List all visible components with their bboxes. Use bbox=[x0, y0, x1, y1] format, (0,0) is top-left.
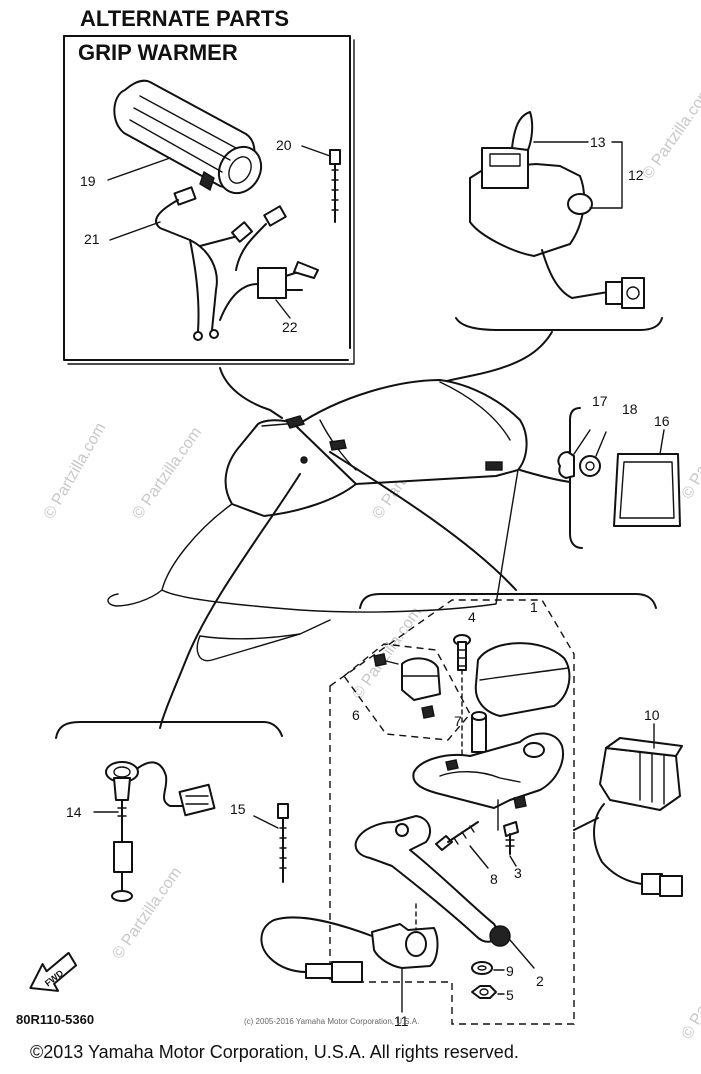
nut-5 bbox=[471, 985, 497, 999]
diagram-code: 80R110-5360 bbox=[16, 1012, 94, 1027]
leader-grip-to-hood bbox=[219, 367, 283, 419]
part-label-4: 4 bbox=[468, 609, 476, 625]
watermark-7: © Partzilla.com bbox=[639, 84, 701, 182]
leader-hood-to-sensor bbox=[159, 473, 301, 729]
part-label-19: 19 bbox=[80, 173, 96, 189]
reflector-group bbox=[519, 407, 681, 549]
washer-9 bbox=[471, 961, 493, 975]
assembly-outline bbox=[329, 599, 575, 1025]
part-label-14: 14 bbox=[66, 804, 82, 820]
part-label-12: 12 bbox=[628, 167, 644, 183]
part-label-6: 6 bbox=[352, 707, 360, 723]
wire-harness-21 bbox=[155, 186, 287, 341]
diagram-title: ALTERNATE PARTS bbox=[80, 6, 289, 31]
small-copyright: (c) 2005-2016 Yamaha Motor Corporation, … bbox=[244, 1017, 419, 1026]
part-label-15: 15 bbox=[230, 801, 246, 817]
sensor-14 bbox=[105, 761, 216, 902]
heater-switch-22 bbox=[219, 261, 319, 321]
bolt-3 bbox=[503, 821, 519, 855]
switch-housing-group bbox=[469, 111, 645, 309]
watermark-4: © Partzilla.com bbox=[109, 864, 185, 962]
lever-bracket bbox=[412, 732, 564, 831]
watermark-5: © Partzilla.com bbox=[679, 940, 701, 1042]
clamp-6 bbox=[373, 653, 441, 719]
part-label-18: 18 bbox=[622, 401, 638, 417]
fwd-arrow-icon: FWD bbox=[29, 951, 78, 992]
part-label-21: 21 bbox=[84, 231, 100, 247]
sub-assembly-outline-6 bbox=[343, 643, 471, 741]
snowmobile-hood bbox=[107, 379, 528, 662]
watermarks: © Partzilla.com © Partzilla.com © Partzi… bbox=[41, 84, 701, 1042]
part-label-13: 13 bbox=[590, 134, 606, 150]
copyright-notice: ©2013 Yamaha Motor Corporation, U.S.A. A… bbox=[30, 1042, 519, 1062]
cable-tie-20 bbox=[329, 149, 341, 223]
grip-heater-19 bbox=[113, 79, 263, 195]
watermark-2: © Partzilla.com bbox=[129, 424, 205, 522]
part-label-5: 5 bbox=[506, 987, 514, 1003]
bracket-brake-assembly bbox=[359, 593, 657, 609]
part-label-17: 17 bbox=[592, 393, 608, 409]
bracket-sensor bbox=[55, 721, 283, 739]
part-label-7: 7 bbox=[454, 713, 462, 729]
brake-lever-2 bbox=[354, 815, 511, 947]
part-label-8: 8 bbox=[490, 871, 498, 887]
screw-8 bbox=[435, 821, 479, 851]
bolt-4 bbox=[453, 634, 471, 761]
cable-tie-15 bbox=[277, 803, 289, 883]
bracket-switch bbox=[455, 317, 663, 331]
part-label-16: 16 bbox=[654, 413, 670, 429]
part-label-9: 9 bbox=[506, 963, 514, 979]
part-label-11: 11 bbox=[394, 1013, 409, 1029]
grip-warmer-title: GRIP WARMER bbox=[78, 40, 238, 65]
watermark-6: © Partzilla.com bbox=[679, 400, 701, 502]
control-unit-10 bbox=[593, 737, 683, 897]
grip-warmer-box: GRIP WARMER 19 20 bbox=[63, 35, 355, 365]
part-label-2: 2 bbox=[536, 973, 544, 989]
leader-unit bbox=[573, 817, 599, 831]
part-label-1: 1 bbox=[530, 599, 538, 615]
part-label-22: 22 bbox=[282, 319, 298, 335]
master-cylinder-cover bbox=[474, 642, 571, 717]
leader-hood-to-brake bbox=[329, 451, 517, 591]
part-label-10: 10 bbox=[644, 707, 660, 723]
watermark-1: © Partzilla.com bbox=[41, 420, 110, 522]
part-label-3: 3 bbox=[514, 865, 522, 881]
brake-switch-11 bbox=[260, 903, 439, 983]
part-label-20: 20 bbox=[276, 137, 292, 153]
